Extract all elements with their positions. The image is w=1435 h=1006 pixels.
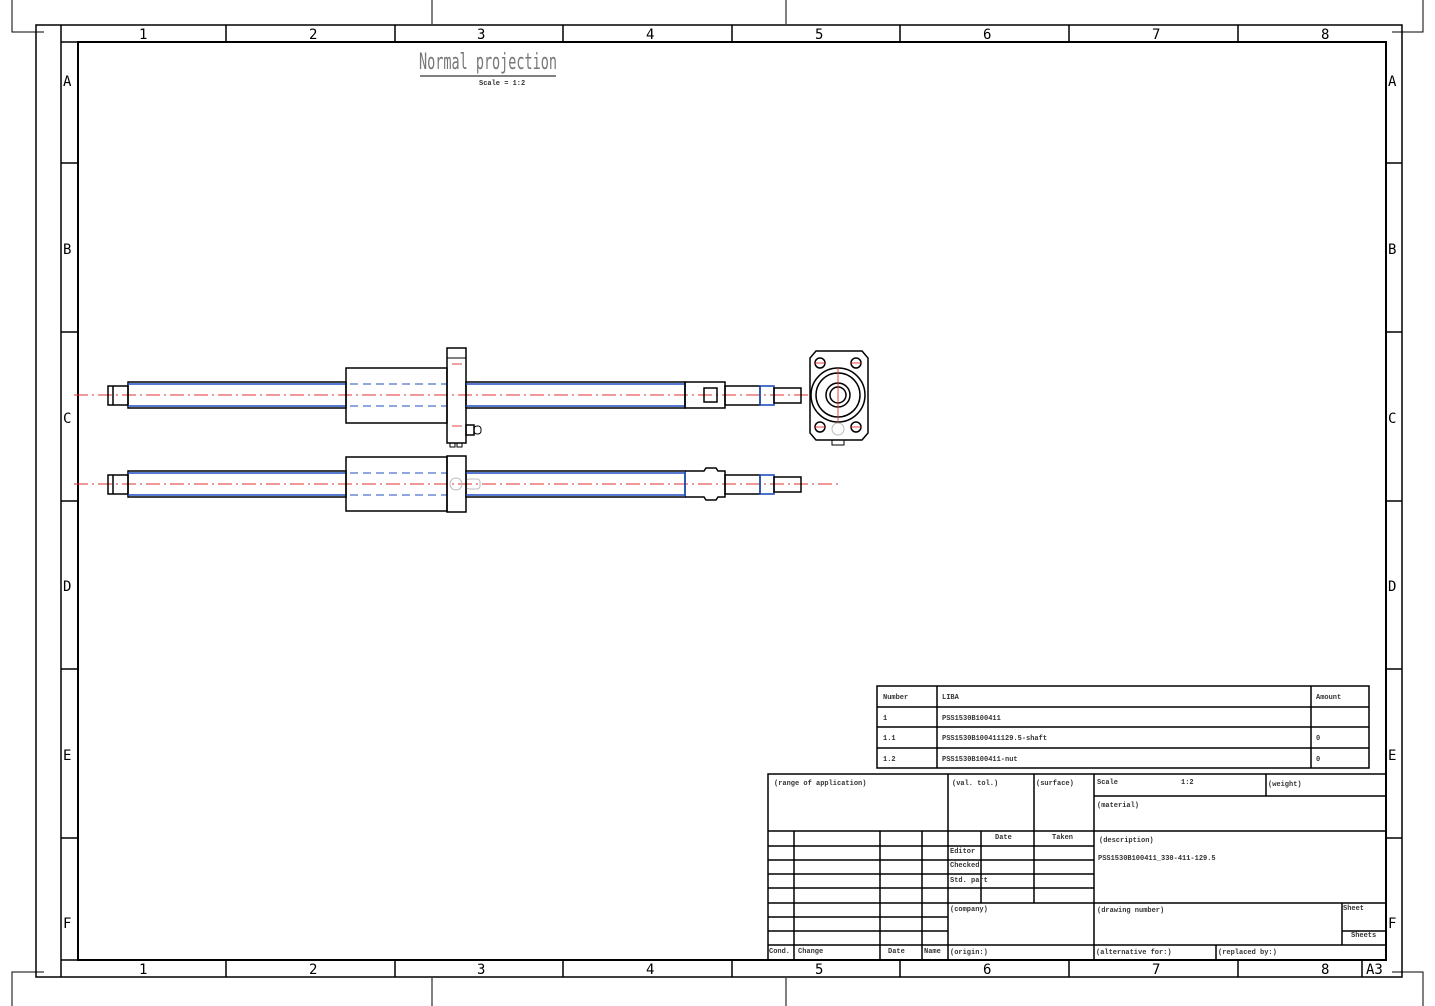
svg-text:E: E	[63, 748, 71, 764]
svg-text:A: A	[63, 74, 72, 90]
drawing-number-label: (drawing number)	[1097, 907, 1164, 915]
svg-text:B: B	[63, 242, 71, 258]
revision-cond-header: Cond.	[769, 948, 790, 956]
checked-label: Checked	[950, 862, 979, 870]
sheet-format: A3	[1366, 962, 1383, 978]
parts-list-table: Number LIBA Amount 1 PSS1530B100411 1.1 …	[876, 685, 1370, 769]
nut-end-view	[809, 350, 869, 446]
revision-change-header: Change	[798, 948, 823, 956]
svg-text:4: 4	[646, 27, 654, 43]
zone-dividers	[61, 25, 1402, 977]
outer-frame	[35, 24, 1403, 978]
bom-header-amount: Amount	[1316, 694, 1341, 702]
svg-text:2: 2	[309, 962, 317, 978]
svg-text:0: 0	[1316, 735, 1320, 743]
svg-text:7: 7	[1152, 27, 1160, 43]
svg-text:B: B	[1388, 242, 1396, 258]
bom-row: 1.2 PSS1530B100411-nut 0	[883, 756, 1320, 764]
svg-text:1: 1	[139, 27, 147, 43]
column-labels-bottom: 1 2 3 4 5 6 7 8 A3	[139, 962, 1383, 978]
scale-value: 1:2	[1181, 779, 1194, 787]
row-labels-left: A B C D E F	[63, 74, 72, 932]
column-labels-top: 1 2 3 4 5 6 7 8	[139, 27, 1329, 43]
std-part-label: Std. part	[950, 877, 988, 885]
svg-text:A: A	[1388, 74, 1397, 90]
company-label: (company)	[950, 906, 988, 914]
sheets-label: Sheets	[1351, 932, 1376, 940]
svg-text:4: 4	[646, 962, 654, 978]
title-block: (range of application) (val. tol.) (surf…	[767, 773, 1387, 961]
surface-label: (surface)	[1036, 780, 1074, 788]
svg-text:8: 8	[1321, 962, 1329, 978]
svg-text:6: 6	[983, 962, 991, 978]
drawing-frame	[77, 41, 1387, 961]
date-header: Date	[995, 834, 1012, 842]
svg-text:F: F	[63, 916, 71, 932]
svg-text:D: D	[63, 579, 71, 595]
ballscrew-top-view	[74, 455, 838, 513]
origin-label: (origin:)	[950, 949, 988, 957]
svg-text:PSS1530B100411-nut: PSS1530B100411-nut	[942, 756, 1018, 764]
svg-text:PSS1530B100411129.5-shaft: PSS1530B100411129.5-shaft	[942, 735, 1047, 743]
svg-text:5: 5	[815, 27, 823, 43]
sheet-label: Sheet	[1343, 905, 1364, 913]
alternative-for-label: (alternative for:)	[1096, 949, 1172, 957]
svg-text:D: D	[1388, 579, 1396, 595]
svg-text:1.2: 1.2	[883, 756, 896, 764]
svg-text:2: 2	[309, 27, 317, 43]
revision-date-header: Date	[888, 948, 905, 956]
bom-header-number: Number	[883, 694, 908, 702]
view-title: Normal projection	[419, 50, 557, 75]
svg-text:0: 0	[1316, 756, 1320, 764]
taken-header: Taken	[1052, 834, 1073, 842]
material-label: (material)	[1097, 802, 1139, 810]
description-label: (description)	[1099, 837, 1154, 845]
bom-row: 1.1 PSS1530B100411129.5-shaft 0	[883, 735, 1320, 743]
svg-text:PSS1530B100411: PSS1530B100411	[942, 715, 1001, 723]
range-of-application-label: (range of application)	[774, 780, 866, 788]
ballscrew-front-view	[74, 347, 810, 448]
svg-text:C: C	[63, 411, 71, 427]
replaced-by-label: (replaced by:)	[1218, 949, 1277, 957]
svg-text:3: 3	[477, 27, 485, 43]
bom-row: 1 PSS1530B100411	[883, 715, 1001, 723]
view-scale-note: Scale = 1:2	[479, 80, 525, 88]
svg-text:5: 5	[815, 962, 823, 978]
val-tol-label: (val. tol.)	[952, 780, 998, 788]
svg-text:1: 1	[139, 962, 147, 978]
scale-label: Scale	[1097, 779, 1118, 787]
svg-text:3: 3	[477, 962, 485, 978]
svg-text:F: F	[1388, 916, 1396, 932]
description-value: PSS1530B100411_330-411-129.5	[1098, 855, 1216, 863]
svg-text:8: 8	[1321, 27, 1329, 43]
row-labels-right: A B C D E F	[1388, 74, 1397, 932]
svg-text:7: 7	[1152, 962, 1160, 978]
bom-header-name: LIBA	[942, 694, 960, 702]
weight-label: (weight)	[1268, 781, 1302, 789]
svg-text:1.1: 1.1	[883, 735, 896, 743]
revision-name-header: Name	[924, 948, 941, 956]
editor-label: Editor	[950, 848, 975, 856]
svg-text:C: C	[1388, 411, 1396, 427]
svg-text:6: 6	[983, 27, 991, 43]
svg-text:1: 1	[883, 715, 887, 723]
svg-text:E: E	[1388, 748, 1396, 764]
